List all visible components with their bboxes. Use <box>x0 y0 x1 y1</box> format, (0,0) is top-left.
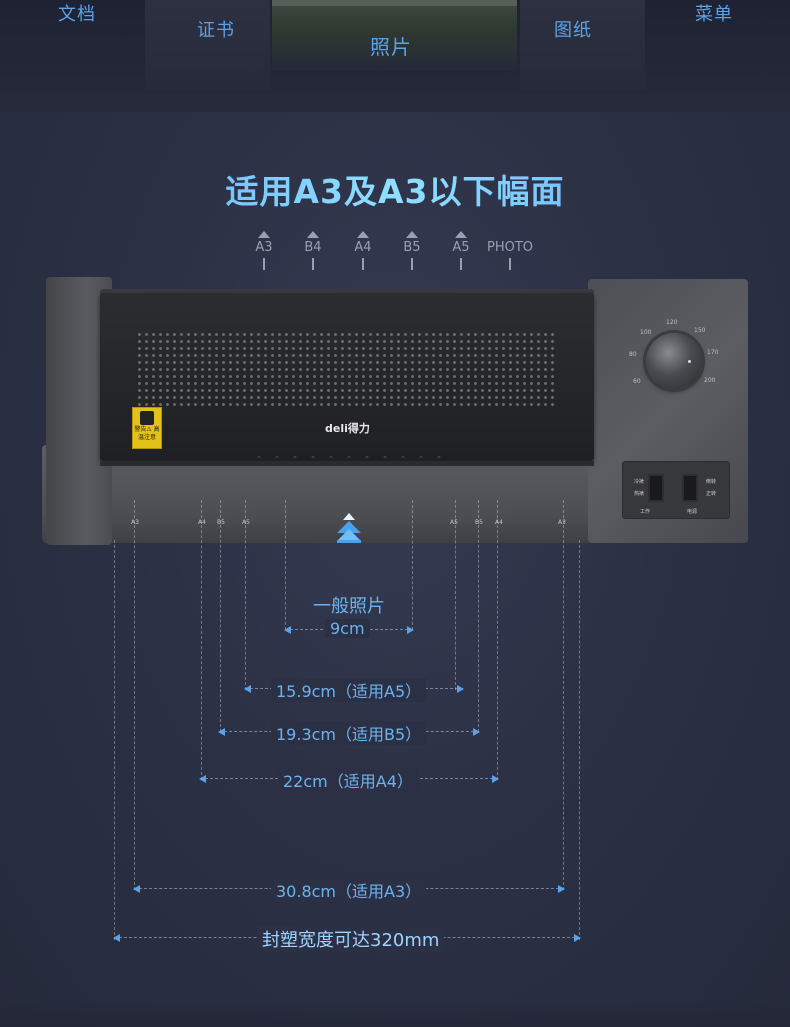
certificate-thumbnail <box>145 0 270 90</box>
warning-sticker: 警告⚠ 高温注意 <box>132 407 162 449</box>
measure-a3-text: 30.8cm（适用A3） <box>271 878 427 902</box>
category-drawing: 图纸 <box>554 20 592 41</box>
guide-line-a5-left <box>245 500 246 690</box>
category-document: 文档 <box>58 4 96 25</box>
feed-slot <box>100 461 594 466</box>
size-marker-b4: B4 <box>288 231 338 270</box>
up-triangle-icon <box>258 231 270 238</box>
measure-a4-text: 22cm（适用A4） <box>278 768 418 792</box>
size-marker-photo: PHOTO <box>480 231 540 270</box>
guide-line-outer-right <box>579 540 580 940</box>
up-triangle-icon <box>357 231 369 238</box>
guide-line-photo-right <box>412 500 413 630</box>
hot-surface-icon <box>140 411 154 425</box>
measure-max-text: 封塑宽度可达320mm <box>257 926 445 952</box>
photo-size-label: 一般照片 <box>313 596 385 617</box>
up-triangle-icon <box>307 231 319 238</box>
product-section <box>0 112 790 1027</box>
measure-max: 封塑宽度可达320mm <box>113 926 581 952</box>
brand-logo: deli得力 <box>325 422 370 435</box>
feed-direction-icon <box>337 513 361 543</box>
measure-a3: 30.8cm（适用A3） <box>133 878 565 902</box>
measure-a5: 15.9cm（适用A5） <box>244 678 464 702</box>
measure-a5-text: 15.9cm（适用A5） <box>271 678 427 702</box>
direction-switch[interactable] <box>682 474 698 502</box>
guide-line-a4-right <box>497 500 498 780</box>
cold-hot-switch[interactable] <box>648 474 664 502</box>
guide-line-b5-left <box>220 500 221 732</box>
vent-grille <box>136 331 556 407</box>
size-marker-b5: B5 <box>387 231 437 270</box>
guide-line-outer-left <box>114 540 115 940</box>
section-title: 适用A3及A3以下幅面 <box>0 165 790 213</box>
indicator-lights <box>250 455 450 459</box>
size-marker-a5: A5 <box>436 231 486 270</box>
category-photo: 照片 <box>370 35 412 59</box>
guide-line-b5-right <box>478 500 479 732</box>
drawing-thumbnail <box>520 0 645 90</box>
guide-line-a4-left <box>201 500 202 780</box>
guide-line-a3-left <box>134 500 135 890</box>
temperature-knob[interactable] <box>646 333 702 389</box>
photo-thumbnail <box>272 0 517 70</box>
measure-a4: 22cm（适用A4） <box>199 768 499 792</box>
switch-panel: 冷裱 热裱 倒转 正转 工作 电源 <box>622 461 730 519</box>
category-menu: 菜单 <box>695 4 733 25</box>
laminator-machine: 警告⚠ 高温注意 deli得力 60 80 100 120 150 170 20… <box>40 275 752 550</box>
bottom-fade <box>0 1000 790 1027</box>
category-certificate: 证书 <box>197 20 235 41</box>
size-marker-a4: A4 <box>338 231 388 270</box>
measure-photo: 9cm <box>284 619 414 638</box>
guide-line-a3-right <box>563 500 564 890</box>
measure-b5: 19.3cm（适用B5） <box>218 721 480 745</box>
guide-line-photo-left <box>285 500 286 630</box>
measure-photo-text: 9cm <box>325 619 370 638</box>
guide-line-a5-right <box>455 500 456 690</box>
measure-b5-text: 19.3cm（适用B5） <box>271 721 427 745</box>
size-marker-a3: A3 <box>239 231 289 270</box>
top-category-strip: 文档 证书 照片 图纸 菜单 <box>0 0 790 112</box>
up-triangle-icon <box>455 231 467 238</box>
up-triangle-icon <box>406 231 418 238</box>
